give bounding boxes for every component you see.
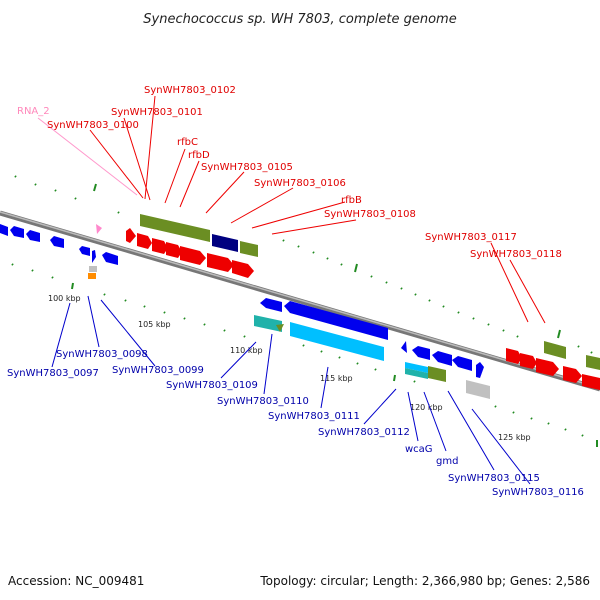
accession-text: Accession: NC_009481: [8, 574, 144, 588]
kbp-label: 120 kbp: [410, 403, 443, 412]
gene-label[interactable]: SynWH7803_0106: [254, 178, 346, 189]
gene-label[interactable]: SynWH7803_0111: [268, 411, 360, 422]
gene-teal[interactable]: [254, 315, 282, 332]
gene-label[interactable]: SynWH7803_0101: [111, 107, 203, 118]
gene-olive[interactable]: [586, 355, 600, 370]
gene-features-middle[interactable]: [254, 298, 388, 361]
gene-label[interactable]: SynWH7803_0100: [47, 120, 139, 131]
rna-feature[interactable]: [96, 224, 102, 234]
gene-teal[interactable]: [405, 368, 428, 379]
gene-label[interactable]: SynWH7803_0102: [144, 85, 236, 96]
gene-arrow[interactable]: [166, 242, 182, 258]
map-title: Synechococcus sp. WH 7803, complete geno…: [143, 12, 456, 27]
gene-arrow[interactable]: [536, 358, 559, 376]
gene-label[interactable]: rfbC: [177, 137, 198, 148]
gene-arrow[interactable]: [452, 356, 472, 371]
gene-label[interactable]: SynWH7803_0110: [217, 396, 309, 407]
gene-olive[interactable]: [428, 366, 446, 382]
gene-arrow[interactable]: [126, 228, 136, 243]
gene-label[interactable]: SynWH7803_0109: [166, 380, 258, 391]
gene-arrow[interactable]: [563, 366, 582, 383]
gene-arrow[interactable]: [520, 353, 537, 369]
gene-features-red[interactable]: [126, 228, 254, 278]
gene-features-left[interactable]: [0, 224, 118, 279]
gene-label[interactable]: SynWH7803_0105: [201, 162, 293, 173]
topology-text: Topology: circular; Length: 2,366,980 bp…: [259, 574, 590, 588]
gene-arrow[interactable]: [92, 250, 96, 263]
gene-label[interactable]: SynWH7803_0098: [56, 349, 148, 360]
gene-label[interactable]: rfbB: [341, 195, 362, 206]
red-leader-lines: [89, 95, 546, 324]
gene-olive[interactable]: [140, 214, 210, 242]
gene-olive[interactable]: [276, 324, 284, 332]
gene-arrow[interactable]: [232, 260, 254, 278]
gene-label[interactable]: SynWH7803_0116: [492, 487, 584, 498]
gene-label[interactable]: SynWH7803_0108: [324, 209, 416, 220]
gene-label[interactable]: SynWH7803_0117: [425, 232, 517, 243]
gene-arrow[interactable]: [79, 246, 90, 256]
gene-arrow[interactable]: [284, 301, 388, 340]
gene-cyan[interactable]: [405, 362, 428, 373]
gene-label[interactable]: SynWH7803_0097: [7, 368, 99, 379]
gene-arrow[interactable]: [506, 348, 522, 364]
gene-arrow[interactable]: [10, 226, 24, 238]
gene-arrow[interactable]: [412, 346, 430, 360]
gene-olive[interactable]: [240, 241, 258, 257]
gene-cyan[interactable]: [290, 322, 384, 361]
gene-arrow[interactable]: [432, 351, 452, 366]
gene-arrow[interactable]: [401, 341, 407, 353]
gene-grey[interactable]: [466, 380, 490, 399]
gene-label[interactable]: SynWH7803_0099: [112, 365, 204, 376]
gene-label[interactable]: SynWH7803_0118: [470, 249, 562, 260]
tick-track-outer: [14, 175, 593, 354]
gene-label[interactable]: wcaG: [405, 444, 433, 455]
blue-leader-lines: [51, 295, 531, 485]
kbp-label: 115 kbp: [320, 374, 353, 383]
gene-features-far-right[interactable]: [506, 341, 600, 390]
gene-arrow[interactable]: [207, 253, 234, 272]
kbp-label: 100 kbp: [48, 294, 81, 303]
gene-label[interactable]: RNA_2: [17, 106, 50, 117]
gene-arrow[interactable]: [180, 246, 206, 265]
gene-grey[interactable]: [89, 266, 97, 272]
gene-features-top[interactable]: [140, 214, 258, 257]
gene-label[interactable]: SynWH7803_0112: [318, 427, 410, 438]
gene-arrow[interactable]: [102, 252, 118, 265]
gene-arrow[interactable]: [260, 298, 282, 312]
gene-arrow[interactable]: [50, 236, 64, 248]
gene-label[interactable]: SynWH7803_0115: [448, 473, 540, 484]
genome-backbone: [0, 210, 600, 392]
gene-olive[interactable]: [544, 341, 566, 359]
tick-track-inner: [11, 263, 598, 447]
gene-arrow[interactable]: [582, 374, 600, 390]
gene-label[interactable]: gmd: [436, 456, 458, 467]
kbp-label: 125 kbp: [498, 433, 531, 442]
gene-arrow[interactable]: [137, 233, 152, 249]
gene-arrow[interactable]: [476, 362, 484, 378]
gene-arrow[interactable]: [26, 230, 40, 242]
gene-navy[interactable]: [212, 234, 238, 252]
gene-features-right[interactable]: [401, 341, 490, 399]
gene-label[interactable]: rfbD: [188, 150, 210, 161]
kbp-label: 110 kbp: [230, 346, 263, 355]
gene-arrow[interactable]: [0, 224, 8, 236]
gene-arrow[interactable]: [152, 238, 168, 254]
kbp-label: 105 kbp: [138, 320, 171, 329]
gene-orange[interactable]: [88, 273, 96, 279]
rna-leader-line: [37, 117, 138, 196]
